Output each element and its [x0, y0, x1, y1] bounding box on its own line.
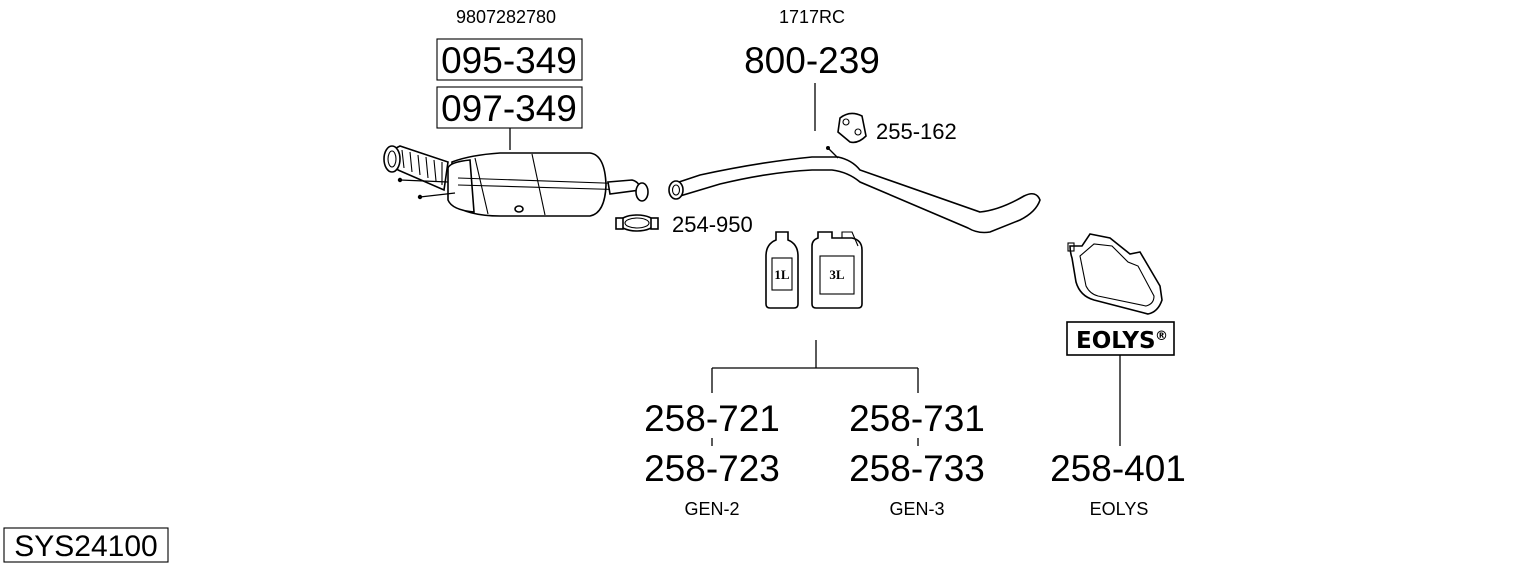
- part-number-258-401[interactable]: 258-401: [1050, 448, 1186, 489]
- part-number-095-349[interactable]: 095-349: [441, 40, 577, 81]
- additive-bracket: [711, 340, 919, 446]
- part-label-800-239[interactable]: 800-239: [744, 40, 880, 81]
- part-number-258-721[interactable]: 258-721: [644, 398, 780, 439]
- additive-name-gen-2: GEN-2: [684, 499, 739, 519]
- eolys-tank-drawing[interactable]: [1067, 233, 1163, 315]
- clamp-icon: [615, 214, 659, 232]
- flex-inlet-pipe: [383, 145, 449, 192]
- part-label-258-723[interactable]: 258-723: [644, 448, 780, 489]
- sensor-pipes: [397, 177, 649, 202]
- can-1l-label: 1L: [774, 267, 790, 282]
- dpf-canister: [447, 152, 607, 217]
- part-number-254-950[interactable]: 254-950: [672, 212, 753, 237]
- system-code: SYS24100: [14, 530, 157, 563]
- part-label-258-721[interactable]: 258-721: [644, 398, 780, 439]
- additive-name-gen-3: GEN-3: [889, 499, 944, 519]
- rubber-hanger-icon: [837, 112, 867, 144]
- part-label-258-731[interactable]: 258-731: [849, 398, 985, 439]
- additive-can-1l[interactable]: 1L: [765, 231, 799, 309]
- part-number-258-731[interactable]: 258-731: [849, 398, 985, 439]
- eolys-logo-text: EOLYS: [1076, 328, 1156, 354]
- eolys-logo-box: EOLYS ®: [1066, 321, 1175, 356]
- part-number-800-239[interactable]: 800-239: [744, 40, 880, 81]
- part-label-258-733[interactable]: 258-733: [849, 448, 985, 489]
- oem-ref-9807282780: 9807282780: [456, 7, 556, 27]
- additive-can-3l[interactable]: 3L: [811, 231, 863, 309]
- hanger-255-162[interactable]: 255-162: [837, 112, 957, 144]
- centre-pipe-drawing[interactable]: [668, 146, 1041, 234]
- part-number-255-162[interactable]: 255-162: [876, 119, 957, 144]
- clamp-254-950[interactable]: 254-950: [615, 212, 753, 237]
- part-number-097-349[interactable]: 097-349: [441, 88, 577, 129]
- part-number-258-733[interactable]: 258-733: [849, 448, 985, 489]
- dpf-filter-drawing[interactable]: [383, 145, 649, 217]
- eolys-logo-registered-mark: ®: [1155, 329, 1168, 344]
- part-number-258-723[interactable]: 258-723: [644, 448, 780, 489]
- eolys-name: EOLYS: [1090, 499, 1149, 519]
- oem-ref-1717RC: 1717RC: [779, 7, 845, 27]
- part-box-097-349[interactable]: 097-349: [436, 86, 583, 129]
- can-3l-label: 3L: [829, 267, 845, 282]
- part-label-258-401[interactable]: 258-401: [1050, 448, 1186, 489]
- system-code-box: SYS24100: [3, 527, 169, 563]
- part-box-095-349[interactable]: 095-349: [436, 38, 583, 81]
